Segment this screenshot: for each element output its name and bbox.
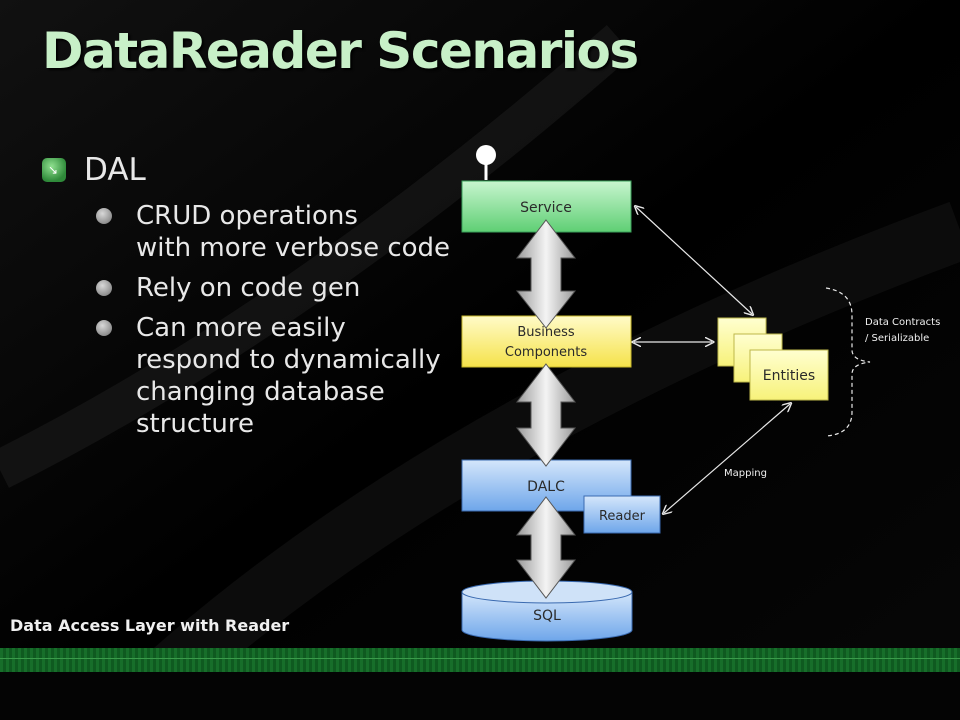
bullet-crud: CRUD operations with more verbose code bbox=[40, 200, 520, 264]
green-arrow-icon: ↘ bbox=[42, 158, 66, 182]
connector-service-entities bbox=[636, 207, 752, 314]
bullet-codegen: Rely on code gen bbox=[40, 272, 520, 304]
bullet-dynamic-line2: respond to dynamically bbox=[136, 345, 441, 375]
bullet-dynamic-line1: Can more easily bbox=[136, 313, 346, 343]
bullet-dot-icon bbox=[96, 280, 112, 296]
entities-stack: Entities bbox=[717, 317, 829, 401]
slide-caption: Data Access Layer with Reader bbox=[10, 616, 290, 635]
contracts-label-line2: / Serializable bbox=[865, 333, 929, 344]
bullet-dot-icon bbox=[96, 208, 112, 224]
footer-bottom bbox=[0, 672, 960, 720]
bullet-crud-line2: with more verbose code bbox=[136, 233, 451, 263]
double-arrow-service-business bbox=[515, 219, 577, 329]
business-label-line1: Business bbox=[517, 325, 575, 340]
service-endpoint-icon bbox=[476, 145, 496, 180]
mapping-label: Mapping bbox=[724, 468, 767, 479]
bullet-dal-text: DAL bbox=[84, 152, 146, 188]
double-arrow-business-dalc bbox=[515, 363, 577, 467]
bullet-list: ↘ DAL CRUD operations with more verbose … bbox=[40, 150, 520, 448]
bullet-dynamic-line4: structure bbox=[136, 409, 254, 439]
bullet-dot-icon bbox=[96, 320, 112, 336]
reader-label: Reader bbox=[599, 509, 646, 524]
bullet-codegen-line1: Rely on code gen bbox=[136, 273, 361, 303]
footer-band bbox=[0, 648, 960, 672]
business-components-box: Business Components bbox=[461, 315, 632, 368]
sql-label: SQL bbox=[533, 608, 561, 624]
footer-divider bbox=[0, 658, 960, 659]
bullet-dynamic-line3: changing database bbox=[136, 377, 385, 407]
double-arrow-dalc-sql bbox=[515, 496, 577, 599]
bullet-dal: ↘ DAL bbox=[40, 150, 520, 190]
entities-label: Entities bbox=[763, 368, 815, 384]
connector-reader-entities bbox=[664, 404, 790, 513]
contracts-label-line1: Data Contracts bbox=[865, 317, 940, 328]
bullet-dynamic: Can more easily respond to dynamically c… bbox=[40, 312, 520, 440]
business-label-line2: Components bbox=[505, 345, 587, 360]
bullet-crud-line1: CRUD operations bbox=[136, 201, 358, 231]
dalc-label: DALC bbox=[527, 479, 565, 495]
data-contracts-brace bbox=[825, 287, 871, 437]
service-label: Service bbox=[520, 200, 572, 216]
reader-box: Reader bbox=[583, 495, 661, 534]
slide-title: DataReader Scenarios bbox=[42, 22, 639, 80]
